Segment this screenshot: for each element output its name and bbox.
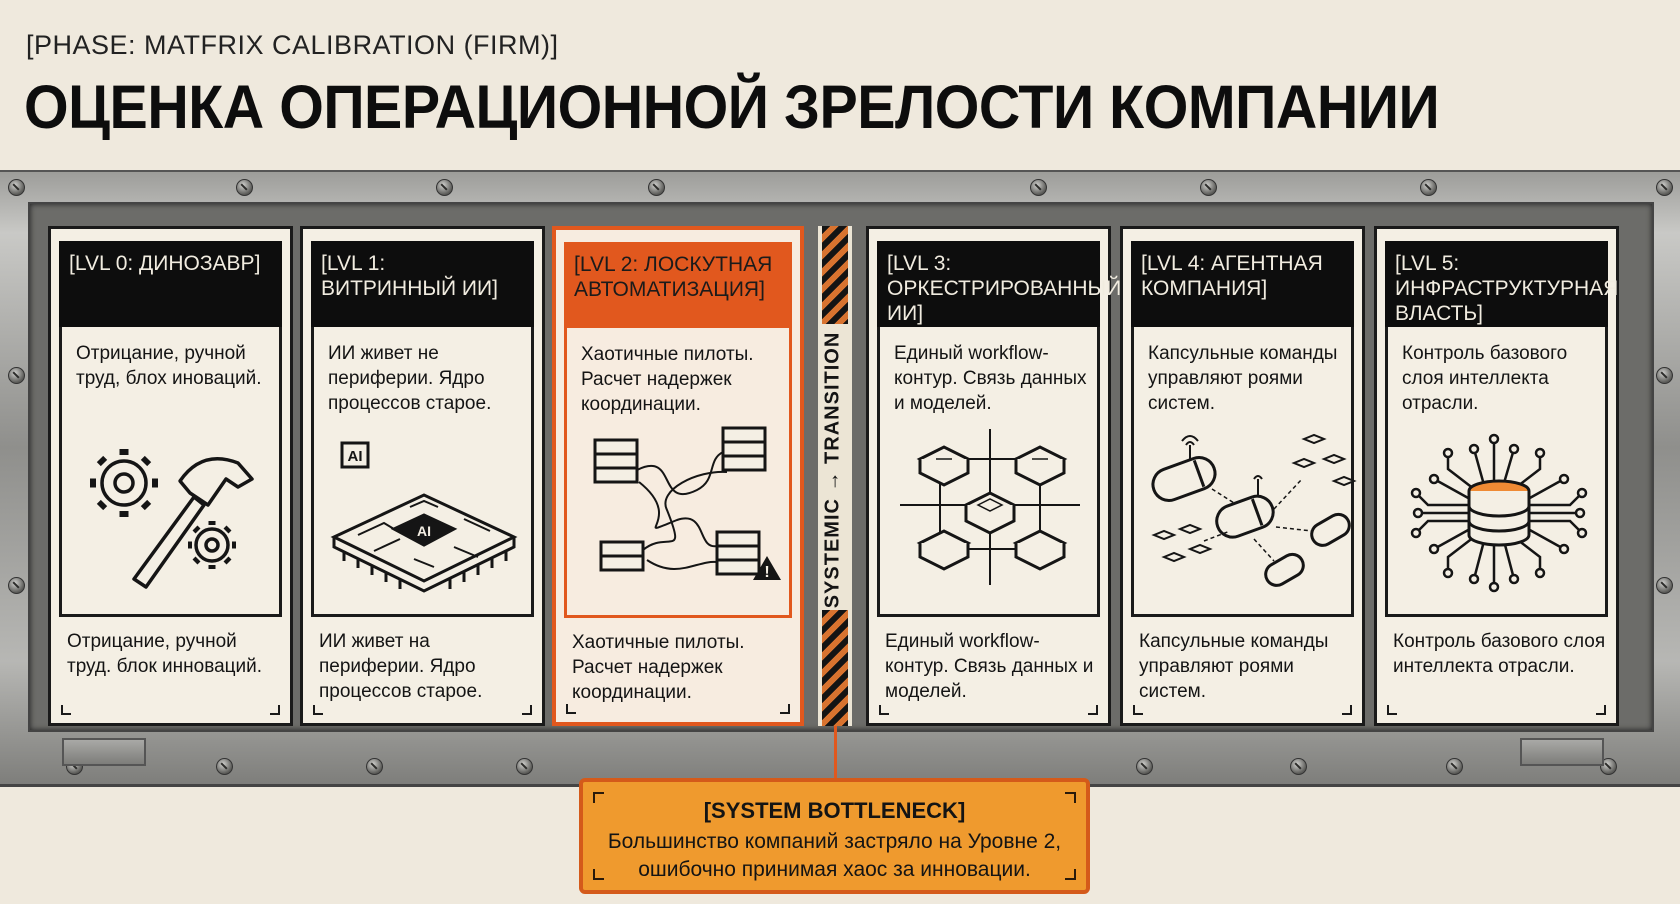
level-top-text: ИИ живет не периферии. Ядро процессов ст… [328,343,492,414]
bottleneck-connector [834,726,837,778]
bolt-icon [648,179,665,196]
level-card-2: [LVL 2: ЛОСКУТНАЯ АВТОМАТИЗАЦИЯ] Хаотичн… [552,226,804,726]
bolt-icon [1656,179,1673,196]
bolt-icon [516,758,533,775]
bottleneck-callout: [SYSTEM BOTTLENECK] Большинство компаний… [579,778,1090,894]
level-header: [LVL 5: ИНФРАСТРУКТУРНАЯ ВЛАСТЬ] [1385,241,1618,327]
core-infrastructure-icon [1410,433,1588,593]
level-top-text: Контроль базового слоя интеллекта отрасл… [1402,343,1568,414]
level-card-4: [LVL 4: АГЕНТНАЯ КОМПАНИЯ] Капсульные ко… [1120,226,1365,726]
bolt-icon [366,758,383,775]
bolt-icon [216,758,233,775]
level-bottom-text: Отрицание, ручной труд. блок инноваций. [67,631,263,677]
level-illustration-panel: Отрицание, ручной труд, блох иноваций. [59,327,282,617]
bolt-icon [8,577,25,594]
bolt-icon [436,179,453,196]
level-header: [LVL 3: ОРКЕСТРИРОВАННЫЙ ИИ] [877,241,1121,327]
bolt-icon [1656,577,1673,594]
level-top-text: Хаотичные пилоты. Расчет надержек коорди… [581,344,754,415]
bolt-icon [1200,179,1217,196]
level-bottom-text: Контроль базового слоя интеллекта отрасл… [1393,631,1606,677]
level-card-5: [LVL 5: ИНФРАСТРУКТУРНАЯ ВЛАСТЬ] Контрол… [1374,226,1619,726]
bolt-icon [8,179,25,196]
bolt-icon [1446,758,1463,775]
phase-label: [PHASE: MATFRIX CALIBRATION (FIRM)] [26,30,559,60]
level-card-0: [LVL 0: ДИНОЗАВР] Отрицание, ручной труд… [48,226,293,726]
level-top-text: Капсульные команды управляют роями систе… [1148,343,1338,414]
level-header: [LVL 4: АГЕНТНАЯ КОМПАНИЯ] [1131,241,1354,327]
level-header: [LVL 1: ВИТРИННЫЙ ИИ] [311,241,534,327]
level-illustration-panel: Хаотичные пилоты. Расчет надержек коорди… [564,328,792,618]
frame-plate [1520,738,1604,766]
level-illustration-panel: ИИ живет не периферии. Ядро процессов ст… [311,327,534,617]
bottleneck-text: Большинство компаний застряло на Уровне … [607,830,1062,881]
bolt-icon [1420,179,1437,196]
ai-badge-label: AI [348,448,363,465]
level-bottom-text: ИИ живет на периферии. Ядро процессов ст… [319,631,483,702]
level-illustration-panel: Единый workflow-контур. Связь данных и м… [877,327,1100,617]
orchestrated-network-icon [900,429,1080,585]
ai-chip-icon: AI AI [330,441,518,593]
gears-hammer-icon [90,449,254,589]
bolt-icon [1136,758,1153,775]
bolt-icon [1290,758,1307,775]
level-card-3: [LVL 3: ОРКЕСТРИРОВАННЫЙ ИИ] Единый work… [866,226,1121,726]
transition-divider [818,226,852,726]
level-header: [LVL 2: ЛОСКУТНАЯ АВТОМАТИЗАЦИЯ] [564,242,792,328]
bolt-icon [8,367,25,384]
level-header: [LVL 0: ДИНОЗАВР] [59,241,282,327]
warning-icon: ! [764,564,769,581]
level-bottom-text: Единый workflow-контур. Связь данных и м… [885,631,1094,702]
frame-plate [62,738,146,766]
level-illustration-panel: Контроль базового слоя интеллекта отрасл… [1385,327,1608,617]
transition-label: SYSTEMIC → TRANSITION [821,331,844,609]
level-top-text: Отрицание, ручной труд, блох иноваций. [76,343,262,389]
hazard-stripes [822,226,848,324]
agent-capsules-icon [1151,433,1357,587]
level-bottom-text: Капсульные команды управляют роями систе… [1139,631,1329,702]
bolt-icon [1600,758,1617,775]
bolt-icon [1030,179,1047,196]
level-bottom-text: Хаотичные пилоты. Расчет надержек коорди… [572,632,745,703]
bolt-icon [1656,367,1673,384]
page-title: ОЦЕНКА ОПЕРАЦИОННОЙ ЗРЕЛОСТИ КОМПАНИИ [24,73,1440,141]
bolt-icon [236,179,253,196]
ai-chip-label: AI [417,523,431,539]
hazard-stripes [822,610,848,726]
chaotic-servers-icon: ! [593,426,781,581]
bottleneck-title: [SYSTEM BOTTLENECK] [703,798,966,823]
level-top-text: Единый workflow-контур. Связь данных и м… [894,343,1087,414]
level-illustration-panel: Капсульные команды управляют роями систе… [1131,327,1357,617]
level-card-1: [LVL 1: ВИТРИННЫЙ ИИ] ИИ живет не перифе… [300,226,545,726]
